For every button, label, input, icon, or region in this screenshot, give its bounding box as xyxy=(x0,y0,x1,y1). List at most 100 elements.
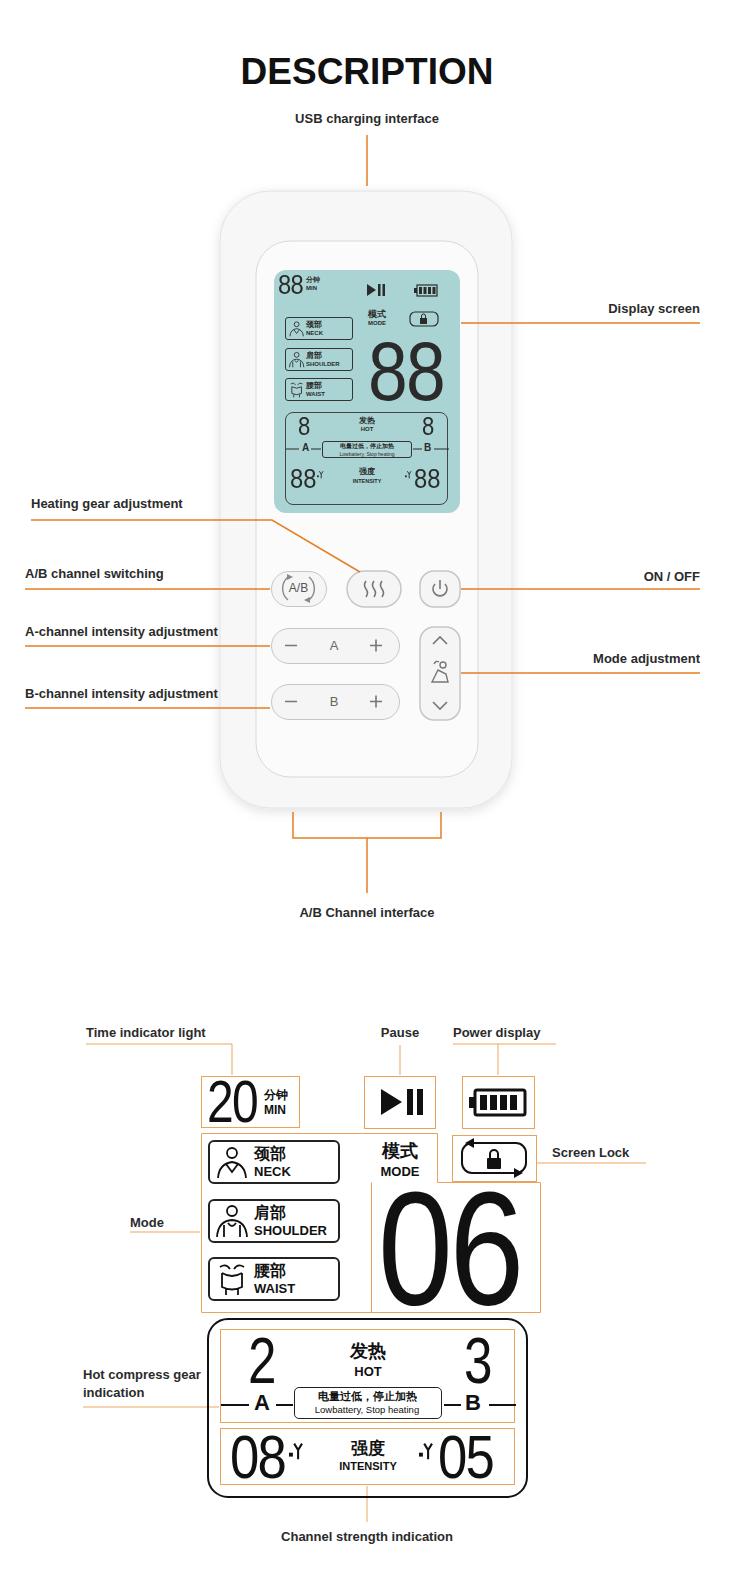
node-text: 发热 xyxy=(359,416,375,426)
leader-line xyxy=(461,588,700,590)
mode-panel: 模式MODE06颈部NECK肩部SHOULDER腰部WAIST xyxy=(201,1133,541,1313)
node-text: 分钟 xyxy=(264,1088,288,1102)
callout-label: Mode xyxy=(130,1215,164,1231)
mode-box: 腰部WAIST xyxy=(208,1257,340,1301)
battery-symbol xyxy=(475,1090,525,1115)
heat-button xyxy=(347,571,401,607)
mode-box: 腰部WAIST xyxy=(285,378,353,401)
time-box: 20分钟MIN xyxy=(201,1076,300,1128)
node-text: SHOULDER xyxy=(254,1223,327,1239)
leader-line xyxy=(461,672,700,674)
node-text: NECK xyxy=(306,330,323,337)
mode-button xyxy=(432,661,448,682)
node-text: A/B xyxy=(289,581,308,595)
low-battery-box: 电量过低，停止加热Lowbattery, Stop heating xyxy=(322,441,412,458)
mode-box-drawing xyxy=(217,1206,247,1237)
mode-button xyxy=(420,627,460,720)
mode-box-drawing xyxy=(294,352,299,357)
display-callout-line xyxy=(130,1232,200,1233)
mode-box-drawing xyxy=(290,322,303,336)
lcd-screen-drawing xyxy=(433,287,436,294)
lcd-channel-panel-drawing xyxy=(405,471,411,478)
mode-box-drawing xyxy=(291,383,303,397)
leader-line xyxy=(25,588,270,590)
power-button xyxy=(433,580,447,596)
mode-box: 肩部SHOULDER xyxy=(285,348,353,371)
node-text: 分钟 xyxy=(306,276,320,284)
hot-gear-box: 2发热HOT3AB电量过低，停止加热Lowbattery, Stop heati… xyxy=(220,1329,515,1423)
battery-symbol xyxy=(469,1090,525,1115)
node-text: 8 xyxy=(422,413,434,439)
display-callout-line xyxy=(86,1044,232,1075)
highlight-box xyxy=(365,1077,436,1129)
lcd-screen: 88分钟MIN模式MODE88颈部NECK肩部SHOULDER腰部WAIST8发… xyxy=(274,270,460,513)
callout-label: Time indicator light xyxy=(86,1025,206,1041)
callout-label: A/B channel switching xyxy=(25,566,164,582)
display-callout-line xyxy=(83,1044,646,1522)
lcd-channel-panel-drawing xyxy=(407,471,411,478)
display-callout-line xyxy=(400,1045,401,1075)
lcd-channel-panel-drawing xyxy=(405,475,407,477)
mode-box: 颈部NECK xyxy=(285,317,353,340)
battery-symbol xyxy=(510,1095,517,1110)
node-text: B xyxy=(330,694,339,710)
intensity-box-drawing xyxy=(419,1444,432,1460)
node-text: A xyxy=(254,1392,270,1414)
node-text: WAIST xyxy=(306,391,325,398)
lcd-channel-panel-drawing xyxy=(317,475,319,477)
node-text: INTENSITY xyxy=(353,478,382,485)
node-text: Lowbattery, Stop heating xyxy=(315,1404,419,1415)
power-button xyxy=(420,571,460,607)
node-text: 2 xyxy=(248,1329,276,1393)
lcd-screen-drawing xyxy=(378,284,381,296)
display-panel-outline xyxy=(208,1319,527,1497)
heat-button xyxy=(347,571,401,607)
channel-button: A xyxy=(271,628,400,664)
leader-line xyxy=(25,135,700,893)
battery-symbol xyxy=(490,1095,497,1110)
node-text: MIN xyxy=(306,285,317,292)
callout-label: Power display xyxy=(453,1025,540,1041)
node-text: B xyxy=(465,1392,481,1414)
lock-symbol xyxy=(465,1138,474,1148)
callout-label: Screen Lock xyxy=(552,1145,629,1161)
node-text: 88 xyxy=(290,465,316,493)
node-text: HOT xyxy=(354,1364,381,1380)
mode-box-drawing xyxy=(290,329,303,337)
node-text: 05 xyxy=(438,1426,493,1488)
ab-switch-button-drawing xyxy=(304,597,310,603)
node-text: 肩部 xyxy=(254,1203,286,1222)
node-text: 颈部 xyxy=(306,320,322,330)
device-body xyxy=(220,191,512,808)
node-text: Lowbattery, Stop heating xyxy=(340,451,395,457)
node-text: 88 xyxy=(278,271,303,299)
mode-box-drawing xyxy=(218,1148,246,1178)
low-battery-box: 电量过低，停止加热Lowbattery, Stop heating xyxy=(294,1387,442,1419)
lcd-channel-panel-drawing xyxy=(319,471,323,478)
node-text: HOT xyxy=(361,426,374,433)
power-button xyxy=(420,571,460,607)
leader-line xyxy=(366,135,368,186)
mode-box-drawing xyxy=(294,322,299,327)
node-text: 颈部 xyxy=(254,1144,286,1163)
node-text: 20 xyxy=(207,1072,257,1132)
highlight-box xyxy=(365,1077,537,1182)
ab-switch-button-drawing xyxy=(283,577,315,600)
leader-line xyxy=(293,812,441,893)
mode-box: 肩部SHOULDER xyxy=(208,1199,340,1243)
display-callout-line xyxy=(453,1044,556,1075)
node-text: 腰部 xyxy=(306,381,322,391)
lcd-screen-drawing xyxy=(419,287,422,294)
callout-label: Channel strength indication xyxy=(281,1529,453,1545)
node-text: 06 xyxy=(378,1167,521,1329)
display-callout-line xyxy=(367,1486,368,1522)
node-text: A xyxy=(330,638,339,654)
intensity-box-drawing xyxy=(294,1444,302,1460)
heat-button xyxy=(365,581,384,597)
callout-label: Heating gear adjustment xyxy=(31,496,183,512)
lcd-screen-drawing xyxy=(410,312,438,326)
mode-box-drawing xyxy=(289,359,303,367)
lock-symbol xyxy=(490,1150,498,1158)
node-text: B xyxy=(424,443,431,453)
callout-label: ON / OFF xyxy=(644,569,700,585)
